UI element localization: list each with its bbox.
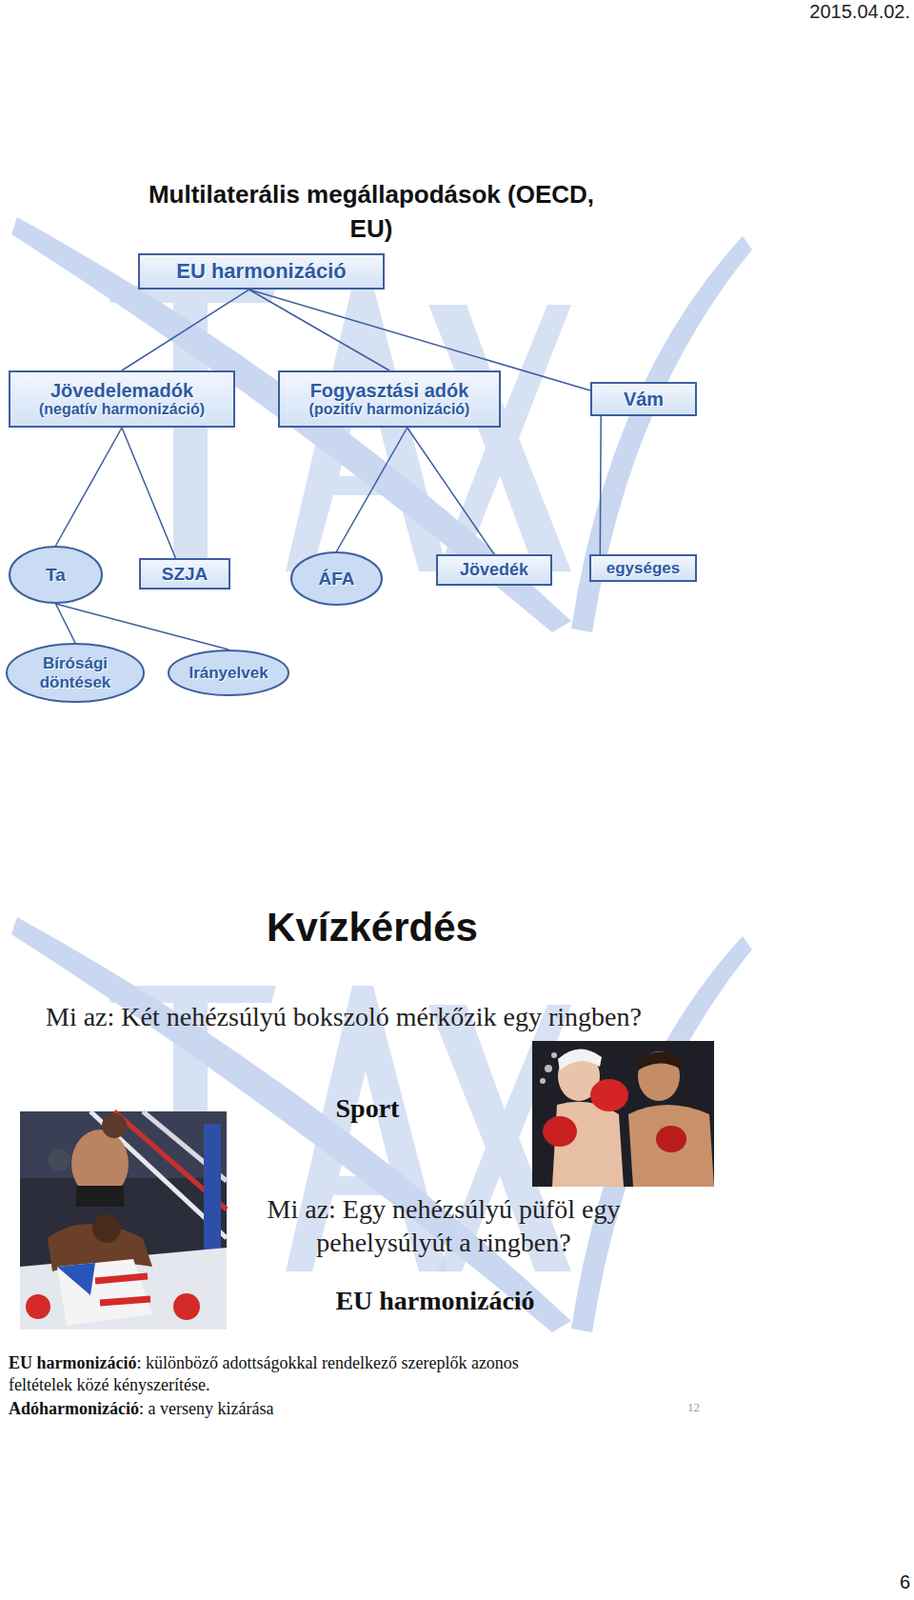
slide-number: 12 [687,1399,700,1415]
quiz-question: Mi az: Két nehézsúlyú bokszoló mérkőzik … [45,1001,642,1033]
watermark-letter [285,285,448,572]
node-heading: SZJA [161,563,209,584]
box-node: Jövedék [436,554,553,586]
node-heading: Ta [45,564,66,585]
node-heading: Bírósági döntések [27,654,123,691]
ellipse-node: Ta [8,545,103,604]
slide-title: Multilaterális megállapodások (OECD, EU) [133,177,610,247]
node-heading: egységes [606,558,681,577]
slide-title: Kvízkérdés [86,904,658,951]
connector-line [56,603,230,650]
box-node: egységes [589,554,697,582]
watermark-letter [104,285,277,583]
watermark-letter [428,304,572,572]
box-node: EU harmonizáció [138,253,385,290]
note-term: EU harmonizáció [8,1352,138,1372]
node-heading: Vám [623,388,664,410]
box-node: Vám [590,381,697,417]
connector-line [121,427,176,558]
note-line: EU harmonizáció: különböző adottságokkal… [8,1351,528,1397]
node-heading: ÁFA [318,568,356,589]
quiz-question: Mi az: Egy nehézsúlyú püföl egy pehelysú… [234,1192,654,1259]
node-heading: Jövedék [459,559,529,579]
connector-line [56,427,123,546]
page-number: 6 [899,1570,911,1593]
ellipse-shape [6,643,144,702]
node-subtext: (pozitív harmonizáció) [309,400,471,418]
connector-line [407,427,495,555]
ellipse-shape [9,546,102,603]
quiz-answer: Sport [272,1092,463,1124]
connector-line [599,416,602,555]
box-node: Jövedelemadók(negatív harmonizáció) [8,370,236,428]
note-line: Adóharmonizáció: a verseny kizárása [8,1397,528,1420]
quiz-answer: EU harmonizáció [292,1285,578,1316]
date-header: 2015.04.02. [809,0,911,23]
connector-line [121,289,250,371]
connector-line [337,427,408,552]
ellipse-node: Bírósági döntések [5,642,145,703]
node-subtext: (negatív harmonizáció) [39,400,205,418]
watermark-logo-copy [11,916,753,1332]
photo-left [19,1111,227,1330]
box-node: SZJA [139,557,231,590]
node-heading: Fogyasztási adók [310,379,470,401]
ellipse-shape [168,650,289,696]
note-term: Adóharmonizáció [8,1398,140,1418]
photo-right [532,1040,715,1187]
node-heading: EU harmonizáció [176,259,346,284]
ellipse-node: Irányelvek [167,649,290,696]
watermark-swoosh [571,236,753,633]
node-heading: Irányelvek [188,663,268,682]
connector-line [56,603,77,643]
ellipse-shape [291,552,382,605]
box-node: Fogyasztási adók(pozitív harmonizáció) [278,370,501,428]
connector-line [249,289,390,371]
node-heading: Jövedelemadók [50,379,194,401]
note-definition: : a verseny kizárása [139,1398,274,1418]
ellipse-node: ÁFA [290,551,383,606]
